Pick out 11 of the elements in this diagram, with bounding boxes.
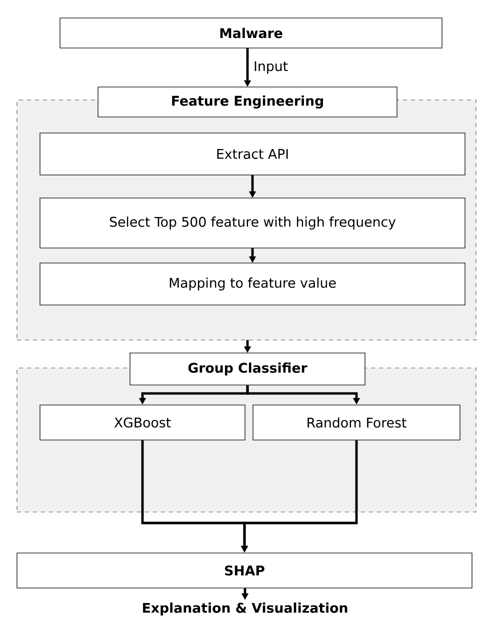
process-box: Mapping to feature value <box>40 262 466 306</box>
heading-box: Group Classifier <box>130 352 366 386</box>
heading-box: Malware <box>60 18 442 48</box>
output-text: Explanation & Visualization <box>143 602 348 616</box>
heading-box: SHAP <box>16 552 472 588</box>
edge-label: Input <box>254 61 288 74</box>
heading-box: Feature Engineering <box>98 86 398 118</box>
process-box: XGBoost <box>40 404 246 440</box>
process-box: Random Forest <box>252 404 460 440</box>
process-box: Extract API <box>40 132 466 176</box>
process-box: Select Top 500 feature with high frequency <box>40 198 466 248</box>
